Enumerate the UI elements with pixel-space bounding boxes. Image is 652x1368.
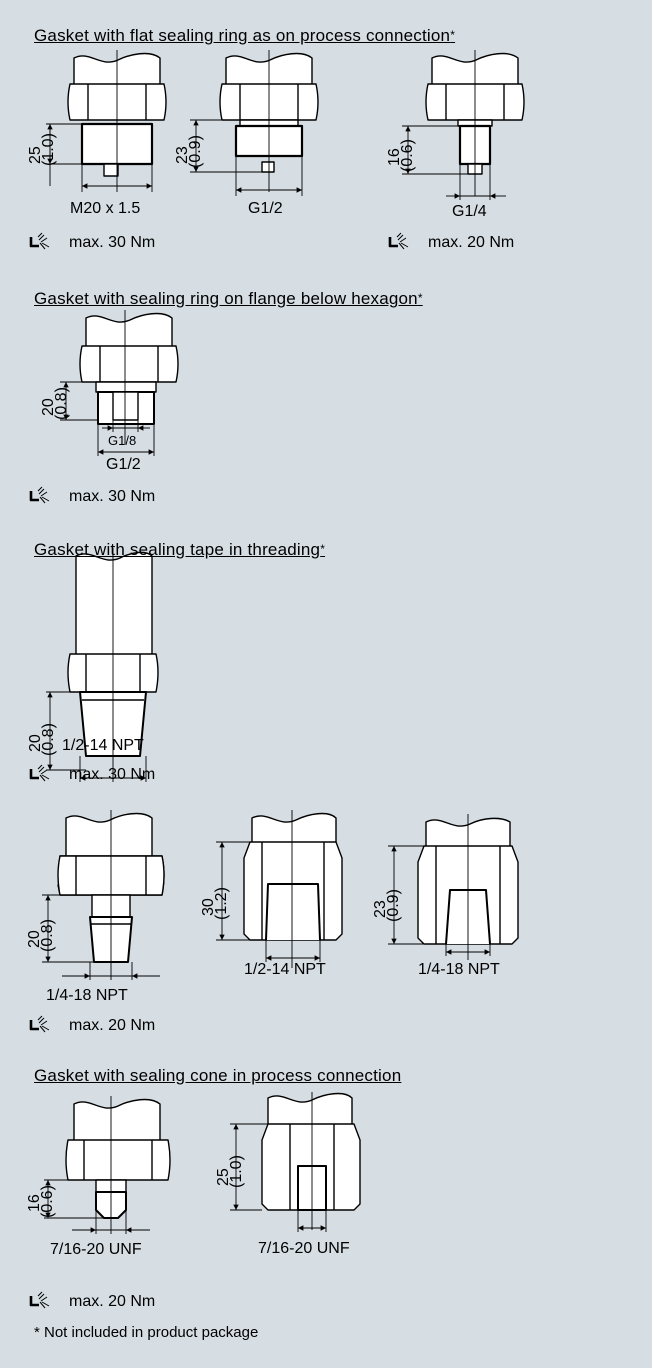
dim-20-inch: (0.8) bbox=[53, 387, 70, 420]
asterisk: * bbox=[320, 542, 326, 556]
thread-label-g12: G1/2 bbox=[106, 456, 141, 473]
torque-label: max. 20 Nm bbox=[428, 234, 515, 251]
dim-23-inch: (0.9) bbox=[187, 135, 204, 168]
dim-20-inch: (0.8) bbox=[40, 723, 57, 756]
thread-label-npt14: 1/4-18 NPT bbox=[46, 987, 128, 1004]
wrench-icon bbox=[29, 1290, 51, 1310]
thread-label-g14: G1/4 bbox=[452, 203, 487, 220]
thread-label-unf: 7/16-20 UNF bbox=[258, 1240, 350, 1257]
torque-label: max. 30 Nm bbox=[69, 766, 156, 783]
thread-label-m20: M20 x 1.5 bbox=[70, 200, 141, 217]
dim-25-inch: (1.0) bbox=[228, 1155, 245, 1188]
torque-label: max. 20 Nm bbox=[69, 1017, 156, 1034]
wrench-icon bbox=[29, 763, 51, 783]
section-heading-cone: Gasket with sealing cone in process conn… bbox=[34, 1066, 402, 1085]
section-heading-tape: Gasket with sealing tape in threading* bbox=[34, 540, 326, 559]
dim-16-inch: (0.6) bbox=[39, 1185, 56, 1218]
footnote: * Not included in product package bbox=[34, 1324, 259, 1341]
torque-label: max. 30 Nm bbox=[69, 234, 156, 251]
dim-25-inch: (1.0) bbox=[40, 133, 57, 166]
dim-20-inch: (0.8) bbox=[39, 919, 56, 952]
thread-label-unf: 7/16-20 UNF bbox=[50, 1241, 142, 1258]
wrench-icon bbox=[388, 231, 410, 251]
wrench-icon bbox=[29, 485, 51, 505]
asterisk: * bbox=[417, 291, 423, 305]
section-heading-flange-ring: Gasket with sealing ring on flange below… bbox=[34, 289, 423, 308]
thread-label-g12: G1/2 bbox=[248, 200, 283, 217]
section-heading-flat-ring: Gasket with flat sealing ring as on proc… bbox=[34, 26, 456, 45]
thread-label-npt14: 1/4-18 NPT bbox=[418, 961, 500, 978]
thread-label-npt12: 1/2-14 NPT bbox=[244, 961, 326, 978]
thread-label-g18: G1/8 bbox=[108, 433, 137, 448]
torque-label: max. 20 Nm bbox=[69, 1293, 156, 1310]
wrench-icon bbox=[29, 1014, 51, 1034]
asterisk: * bbox=[450, 28, 456, 42]
dim-23-inch: (0.9) bbox=[385, 889, 402, 922]
torque-label: max. 30 Nm bbox=[69, 488, 156, 505]
wrench-icon bbox=[29, 231, 51, 251]
dim-16-inch: (0.6) bbox=[399, 139, 416, 172]
dim-30-inch: (1.2) bbox=[213, 887, 230, 920]
thread-label-npt12: 1/2-14 NPT bbox=[62, 737, 144, 754]
